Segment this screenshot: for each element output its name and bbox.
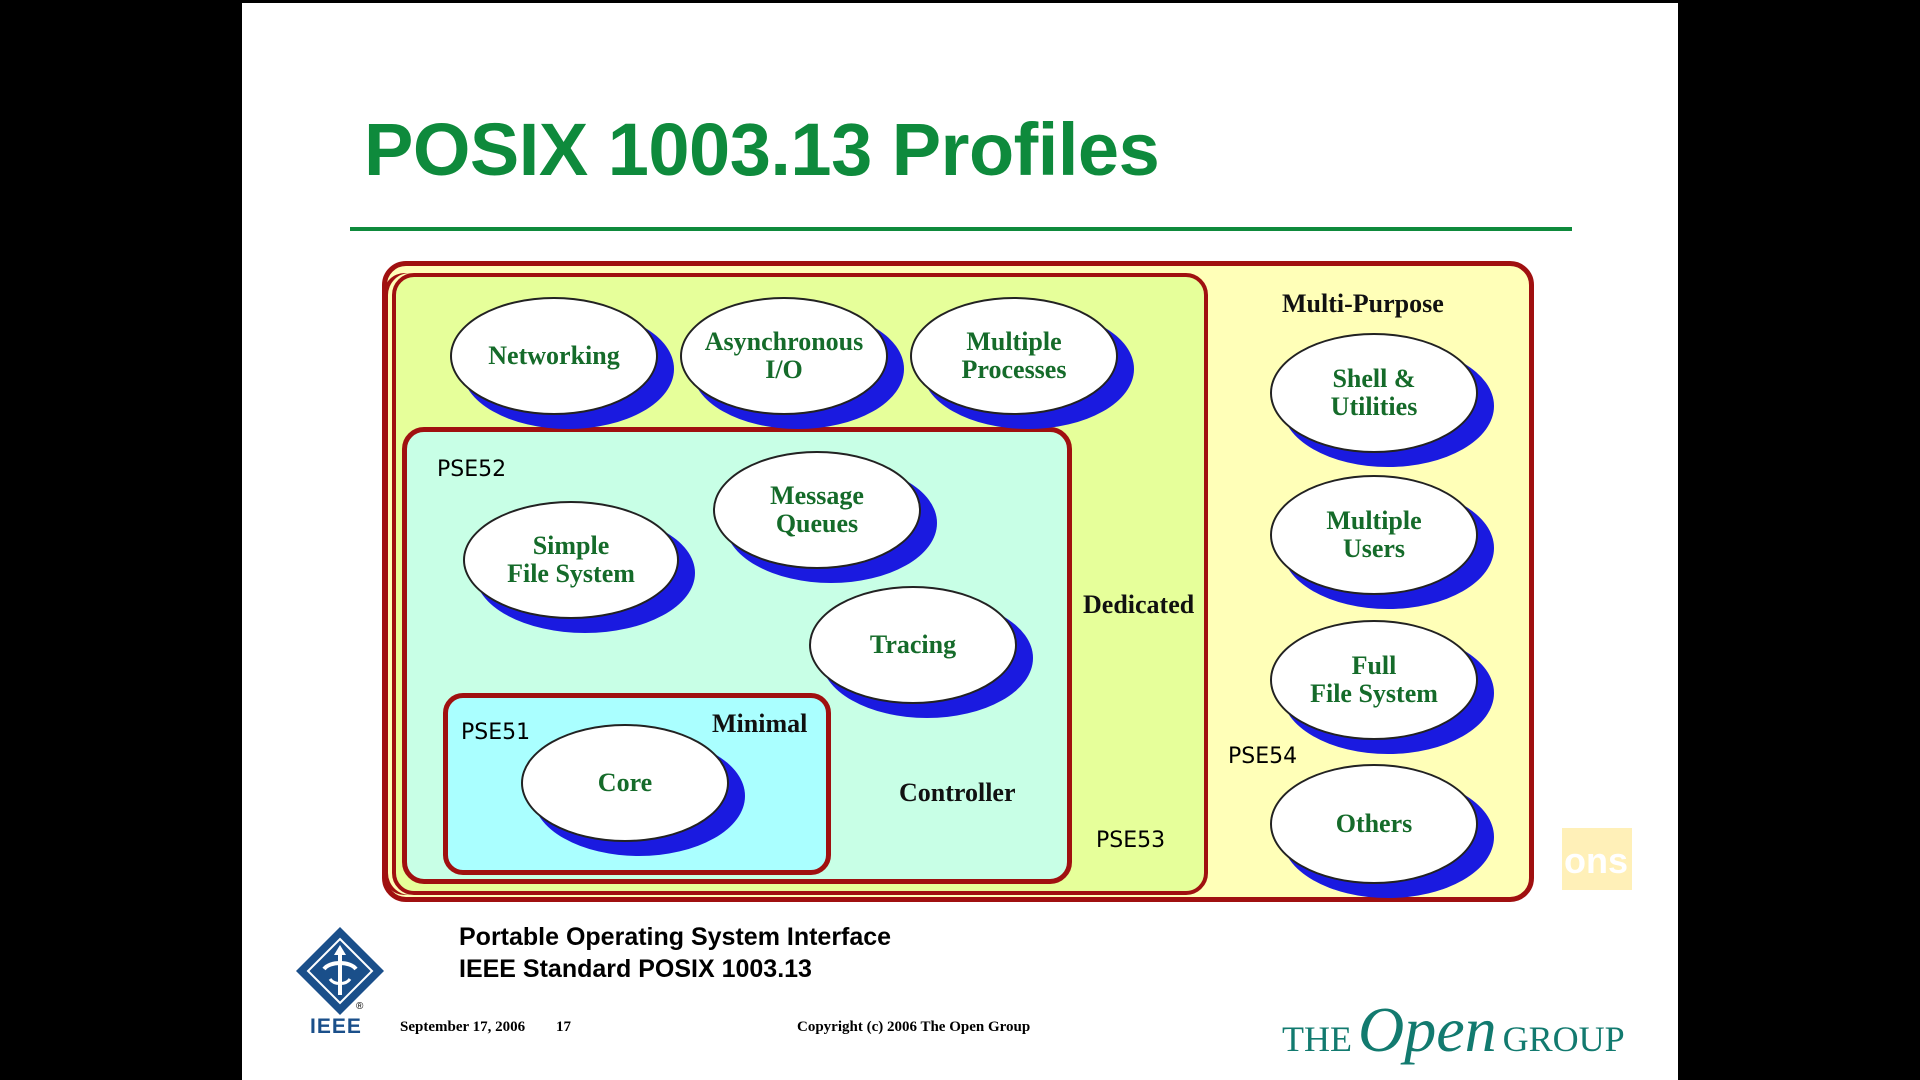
shell-utilities-label: Shell & Utilities [1330, 364, 1418, 421]
pse54-label: PSE54 [1228, 744, 1298, 769]
title-divider [350, 227, 1572, 231]
multi-purpose-label: Multi-Purpose [1282, 289, 1444, 318]
slide: POSIX 1003.13 Profiles Multi-Purpose Ded… [242, 3, 1678, 1080]
networking-label: Networking [488, 341, 620, 370]
ieee-logo-text: IEEE [310, 1015, 362, 1038]
ieee-registered-mark: ® [356, 1001, 364, 1012]
full-file-system-label: Full File System [1310, 651, 1438, 708]
footer-copyright: Copyright (c) 2006 The Open Group [797, 1019, 1031, 1035]
footer-page-number: 17 [556, 1019, 571, 1035]
ieee-logo-icon [294, 925, 386, 1022]
pse51-label: PSE51 [461, 720, 531, 745]
open-group-the: THE [1282, 1019, 1352, 1059]
partial-label-text: ons [1564, 840, 1629, 881]
open-group-group: GROUP [1502, 1019, 1625, 1059]
multiple-users-label: Multiple Users [1326, 506, 1422, 563]
multiple-processes-label: Multiple Processes [961, 327, 1067, 384]
slide-title: POSIX 1003.13 Profiles [364, 108, 1160, 191]
async-io-label: Asynchronous I/O [704, 327, 864, 384]
open-group-open: Open [1357, 994, 1497, 1065]
pse52-label: PSE52 [437, 457, 507, 482]
dedicated-label: Dedicated [1083, 590, 1195, 619]
footer-line-2: IEEE Standard POSIX 1003.13 [459, 955, 812, 983]
controller-label: Controller [899, 778, 1016, 807]
core-label: Core [597, 768, 653, 797]
footer-line-1: Portable Operating System Interface [459, 923, 892, 951]
tracing-label: Tracing [869, 630, 957, 659]
footer-date: September 17, 2006 [400, 1019, 526, 1035]
message-queues-label: Message Queues [770, 481, 864, 538]
others-label: Others [1335, 809, 1413, 838]
simple-file-system-label: Simple File System [507, 531, 635, 588]
partial-label-tag: ons [1562, 828, 1632, 890]
pse53-label: PSE53 [1096, 828, 1166, 853]
minimal-label: Minimal [712, 709, 808, 738]
